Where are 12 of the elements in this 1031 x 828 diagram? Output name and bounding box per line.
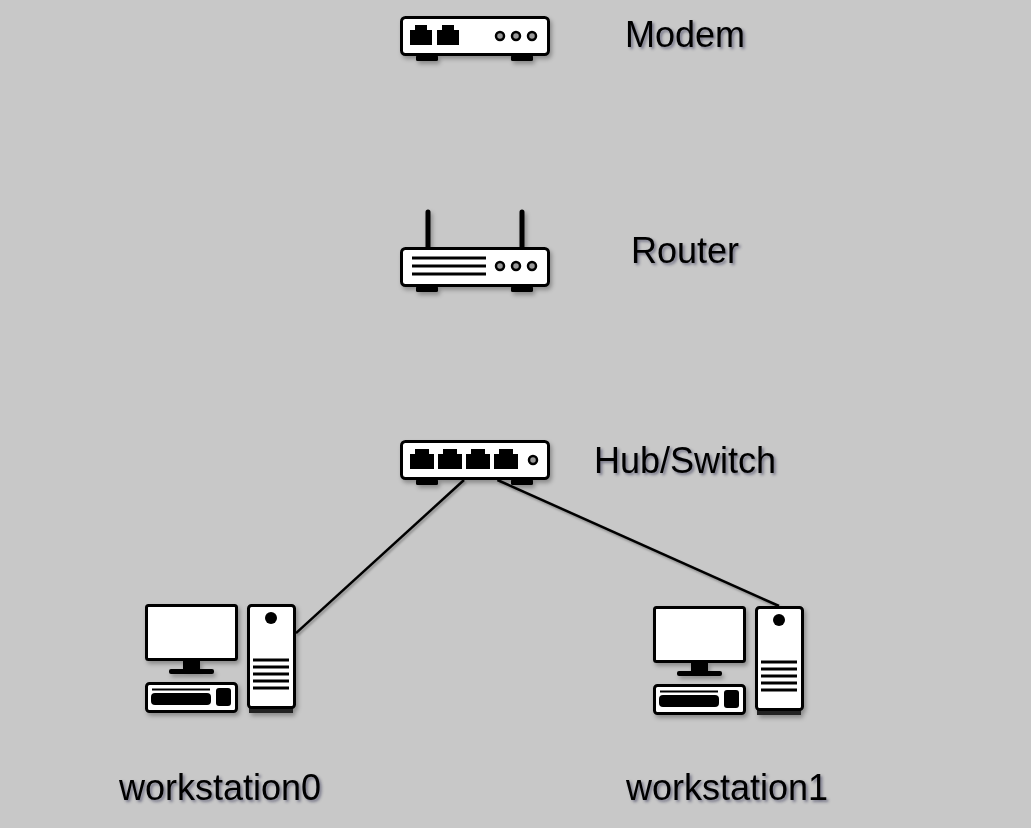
cable-line xyxy=(295,479,465,635)
router-icon xyxy=(400,209,550,293)
device-label: workstation0 xyxy=(118,767,322,809)
device-label: Modem xyxy=(625,14,745,56)
device-label: Router xyxy=(630,230,740,272)
modem-icon xyxy=(400,16,550,62)
cable-line xyxy=(496,478,780,608)
device-label: workstation1 xyxy=(625,767,829,809)
network-switch-icon xyxy=(400,440,550,486)
device-label: Hub/Switch xyxy=(593,440,777,482)
desktop-computer-icon xyxy=(145,604,296,714)
desktop-computer-icon xyxy=(653,606,804,716)
